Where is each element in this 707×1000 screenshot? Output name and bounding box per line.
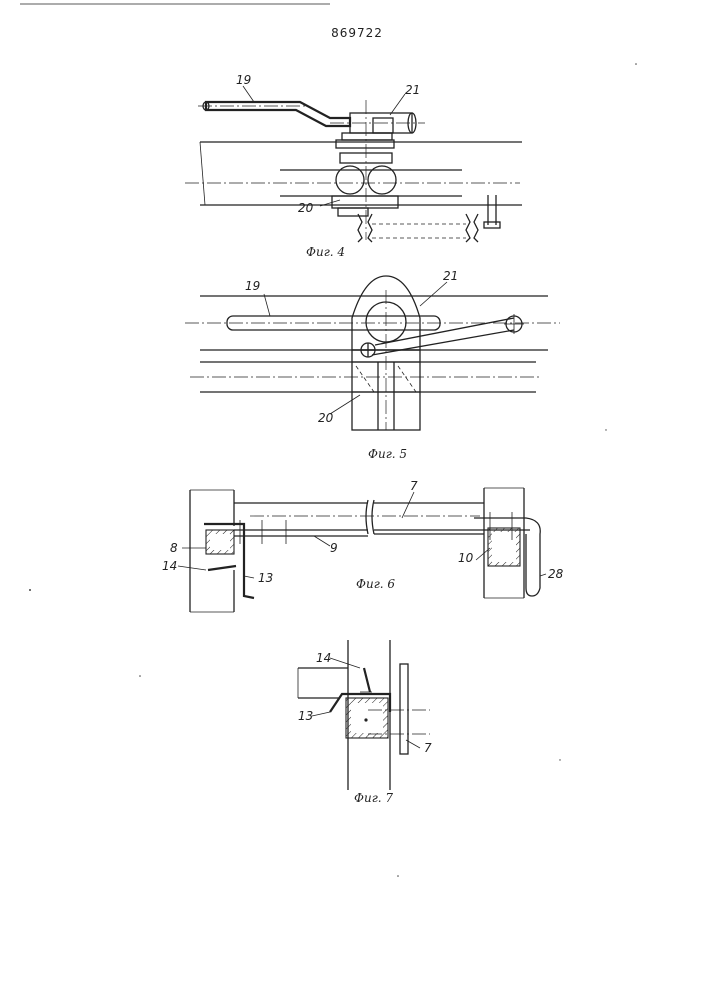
fig4-label-21: 21 bbox=[405, 83, 420, 97]
fig4-label-20: 20 bbox=[298, 201, 314, 215]
fig7-label-14: 14 bbox=[316, 651, 331, 665]
fig6-label-9: 9 bbox=[330, 541, 338, 555]
fig6-label-14: 14 bbox=[162, 559, 177, 573]
fig7-caption: Фиг. 7 bbox=[354, 791, 393, 805]
figure-4: 19 21 20 Фиг. 4 bbox=[185, 73, 522, 259]
fig7-label-7: 7 bbox=[424, 741, 432, 755]
fig5-label-20: 20 bbox=[318, 411, 334, 425]
scan-specks bbox=[29, 63, 637, 877]
figure-6: 7 8 9 14 13 10 28 Фиг. 6 bbox=[162, 479, 564, 612]
fig5-label-19: 19 bbox=[245, 279, 260, 293]
fig4-label-19: 19 bbox=[236, 73, 251, 87]
fig7-label-13: 13 bbox=[298, 709, 313, 723]
fig6-caption: Фиг. 6 bbox=[356, 577, 395, 591]
fig5-caption: Фиг. 5 bbox=[368, 447, 407, 461]
figure-7: 14 13 7 Фиг. 7 bbox=[298, 640, 432, 805]
fig6-label-7: 7 bbox=[410, 479, 418, 493]
fig5-label-21: 21 bbox=[443, 269, 458, 283]
fig6-label-28: 28 bbox=[548, 567, 564, 581]
fig6-label-8: 8 bbox=[170, 541, 178, 555]
fig6-label-13: 13 bbox=[258, 571, 273, 585]
figure-5: 19 21 20 Фиг. 5 bbox=[185, 269, 560, 461]
fig6-label-10: 10 bbox=[458, 551, 474, 565]
fig4-caption: Фиг. 4 bbox=[306, 245, 345, 259]
